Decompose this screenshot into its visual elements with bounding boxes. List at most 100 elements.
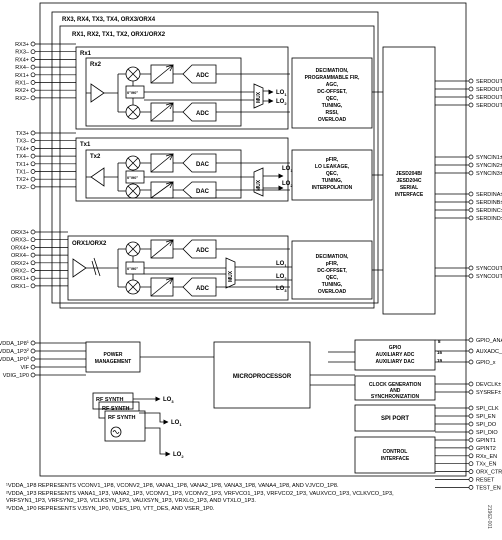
orx-dsp-line-1: pFIR, — [326, 261, 339, 267]
adc-label-3: ADC — [196, 248, 210, 254]
tx-pin-0: TX3+ — [16, 131, 29, 137]
footnote-3: ³VDDA_1P0 REPRESENTS VJSYN_1P0, VDES_1P0… — [6, 506, 215, 512]
clock-pin-1: SYSREF± — [476, 390, 501, 396]
tx-pin-3: TX4– — [16, 154, 30, 160]
tx-lo1-label: LO1 — [282, 166, 293, 173]
jesd-line-3: INTERFACE — [395, 192, 424, 198]
synth-lo3-label: LO2 — [173, 452, 184, 459]
spi-pin-3: SPI_DIO — [476, 430, 498, 436]
orx-pin-4: ORX2+ — [11, 261, 29, 267]
synth-lo1-label: LO3 — [163, 397, 174, 404]
serdin-pin-3: SERDIND± — [476, 216, 502, 222]
gpio-block — [354, 339, 436, 371]
control-pin-1: GPINT2 — [476, 446, 496, 452]
amplifiers — [72, 73, 126, 288]
tx-lo2-label: LO2 — [282, 181, 293, 188]
tx-dsp-line-1: LO LEAKAGE, — [315, 164, 350, 170]
spi-block — [354, 404, 436, 432]
orx-lo2-label: LO2 — [276, 274, 287, 281]
gpio-pin-2: GPIO_x — [476, 360, 496, 366]
footnote-1: ¹VDDA_1P8 REPRESENTS VCONV1_1P8, VCONV2_… — [6, 483, 339, 489]
serdin-pin-1: SERDINB± — [476, 200, 502, 206]
orx-pin-0: ORX3+ — [11, 230, 29, 236]
tx-pin-7: TX2– — [16, 185, 30, 191]
rx-phase-label: 0°/90° — [127, 90, 138, 95]
orx-phase-label: 0°/90° — [127, 266, 138, 271]
right-pins: SERDOUTA±SERDOUTB±SERDOUTC±SERDOUTD±SYNC… — [435, 78, 502, 491]
rx-mux-label: MUX — [256, 91, 262, 103]
clock-block-line-0: CLOCK GENERATION — [369, 382, 422, 388]
dac-label-2: DAC — [196, 189, 210, 195]
rx2-label: Rx2 — [90, 62, 102, 68]
rx-pin-3: RX4– — [15, 65, 30, 71]
orx-lo3-label: LO3 — [276, 286, 287, 293]
orx-label: ORX1/ORX2 — [72, 241, 107, 247]
rx-pin-1: RX3– — [15, 50, 30, 56]
serdout-pin-3: SERDOUTD± — [476, 103, 502, 109]
serdout-pin-1: SERDOUTB± — [476, 87, 502, 93]
orx-dsp-line-5: OVERLOAD — [318, 289, 347, 295]
figure-id: 21962-001 — [486, 505, 492, 529]
dac-label-1: DAC — [196, 162, 210, 168]
control-block — [354, 436, 436, 474]
control-pin-5: RESET — [476, 478, 495, 484]
tx-pin-4: TX1+ — [16, 162, 29, 168]
rf-synth-label-1: RF SYNTH — [96, 397, 124, 403]
jesd-block — [382, 46, 436, 315]
group-label-inner: RX1, RX2, TX1, TX2, ORX1/ORX2 — [72, 32, 166, 38]
gpio-pin-1: AUXADC_x — [476, 349, 502, 355]
microprocessor-label: MICROPROCESSOR — [233, 374, 292, 380]
control-pin-6: TEST_EN — [476, 485, 501, 491]
orx-mux-label: MUX — [228, 270, 234, 282]
rx-attenuators — [150, 64, 174, 122]
group-label-outer: RX3, RX4, TX3, TX4, ORX3/ORX4 — [62, 17, 156, 23]
tx-box — [75, 137, 289, 202]
rf-synth-3 — [104, 410, 146, 442]
rx-dsp-block — [291, 57, 373, 129]
rx1-label: Rx1 — [80, 51, 92, 57]
rx-pin-7: RX2– — [15, 96, 30, 102]
orx-dsp-line-2: DC-OFFSET, — [317, 268, 347, 274]
synth-lo2-label: LO1 — [171, 420, 182, 427]
bus-width-19: 19 — [437, 358, 443, 363]
tx2-label: Tx2 — [90, 154, 101, 160]
power-management-line-0: POWER — [104, 352, 123, 358]
group-box-inner — [59, 25, 375, 309]
orx-pin-5: ORX2– — [11, 269, 30, 275]
gpio-block-line-1: AUXILIARY ADC — [376, 352, 415, 358]
spi-pin-2: SPI_DO — [476, 422, 497, 428]
syncin-pin-2: SYNCIN3± — [476, 171, 502, 177]
serdout-pin-2: SERDOUTC± — [476, 95, 502, 101]
orx-pin-6: ORX1+ — [11, 276, 29, 282]
tx-pin-6: TX2+ — [16, 177, 29, 183]
control-block-line-1: INTERFACE — [381, 456, 410, 462]
footnote-2-cont: VRFSYN1_1P3, VRFSYN2_1P3, VCLKSYN_1P3, V… — [6, 498, 256, 504]
syncout-pin-1: SYNCOUT2± — [476, 274, 502, 280]
rx-dsp-line-5: TUNING, — [322, 103, 343, 109]
jesd-line-0: JESD204B/ — [396, 171, 423, 177]
serdin-pin-0: SERDINA± — [476, 192, 502, 198]
footnote-2: ²VDDA_1P3 REPRESENTS VANA1_1P3, VANA2_1P… — [6, 491, 394, 497]
tx-dsp-line-0: pFIR, — [326, 157, 339, 163]
control-pin-4: ORX_CTRL_x — [476, 470, 502, 476]
rx-pin-0: RX3+ — [15, 42, 29, 48]
rx-pin-6: RX2+ — [15, 88, 29, 94]
rx-dsp-line-7: OVERLOAD — [318, 117, 347, 123]
power-pin-0: VDDA_1P81 — [0, 339, 30, 347]
tx-pin-1: TX3– — [16, 139, 30, 145]
adc-label-2: ADC — [196, 111, 210, 117]
rf-synth-label-3: RF SYNTH — [108, 415, 136, 421]
orx-dsp-line-0: DECIMATION, — [316, 254, 349, 260]
rx-dsp-line-6: RSSI, — [325, 110, 339, 116]
orx-box — [67, 235, 289, 301]
gpio-block-line-0: GPIO — [389, 345, 402, 351]
syncin-pin-0: SYNCIN1± — [476, 155, 502, 161]
serdin-pin-2: SERDINC± — [476, 208, 502, 214]
control-block-line-0: CONTROL — [383, 449, 408, 455]
tx-dsp-line-4: INTERPOLATION — [312, 185, 353, 191]
lo-arrows — [133, 89, 355, 457]
rx-pin-2: RX4+ — [15, 57, 29, 63]
rx-pin-4: RX1+ — [15, 73, 29, 79]
rx-dsp-line-3: DC-OFFSET, — [317, 89, 347, 95]
rx-dsp-line-1: PROGRAMMABLE FIR, — [305, 75, 360, 81]
